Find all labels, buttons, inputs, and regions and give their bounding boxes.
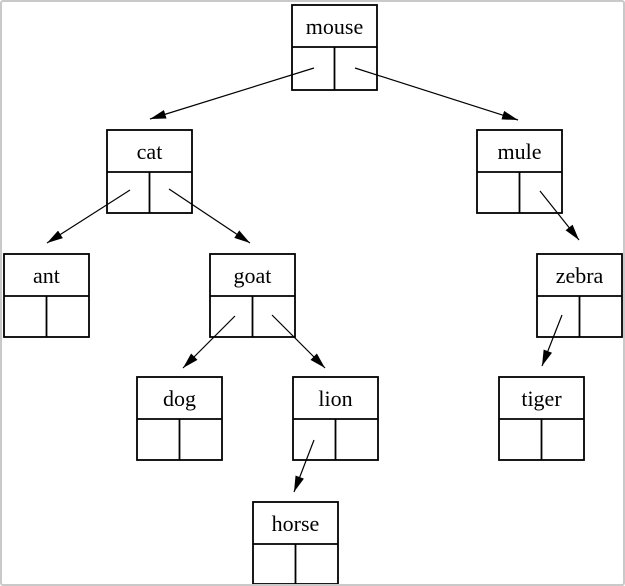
tree-node-lion: lion <box>292 376 379 461</box>
edge-cat-left-ant <box>46 189 131 244</box>
tree-node-horse: horse <box>252 501 339 584</box>
left-pointer-cell <box>210 296 253 337</box>
left-pointer-cell <box>477 172 520 213</box>
node-label-tiger: tiger <box>521 386 562 411</box>
right-pointer-cell <box>47 296 90 337</box>
node-label-zebra: zebra <box>556 263 604 288</box>
edge-mouse-left-cat <box>149 67 315 120</box>
edge-goat-left-dog <box>182 315 236 369</box>
tree-node-mule: mule <box>476 129 563 214</box>
node-label-cat: cat <box>137 139 163 164</box>
node-label-dog: dog <box>163 386 196 411</box>
left-pointer-cell <box>107 172 150 213</box>
tree-node-zebra: zebra <box>536 253 623 338</box>
node-label-mouse: mouse <box>306 14 363 39</box>
tree-node-ant: ant <box>3 253 90 338</box>
edge-mule-right-zebra <box>539 190 580 241</box>
left-pointer-cell <box>4 296 47 337</box>
edge-goat-right-lion <box>271 314 326 369</box>
right-pointer-cell <box>180 419 223 460</box>
node-label-ant: ant <box>33 263 60 288</box>
edge-lion-left-horse <box>293 439 315 493</box>
right-pointer-cell <box>542 419 585 460</box>
node-label-horse: horse <box>272 511 320 536</box>
left-pointer-cell <box>137 419 180 460</box>
right-pointer-cell <box>336 419 379 460</box>
right-pointer-cell <box>296 544 339 584</box>
left-pointer-cell <box>537 296 580 337</box>
node-label-lion: lion <box>318 386 352 411</box>
tree-node-tiger: tiger <box>498 376 585 461</box>
node-label-mule: mule <box>498 139 542 164</box>
edge-zebra-left-tiger <box>541 314 563 367</box>
left-pointer-cell <box>253 544 296 584</box>
nodes-layer: mouse cat mule ant goat zebra dog lion tiger hors… <box>3 4 623 584</box>
edge-cat-right-goat <box>168 188 251 244</box>
right-pointer-cell <box>580 296 623 337</box>
edges-layer <box>46 67 580 493</box>
node-label-goat: goat <box>234 263 272 288</box>
tree-node-dog: dog <box>136 376 223 461</box>
tree-node-mouse: mouse <box>291 4 378 91</box>
left-pointer-cell <box>499 419 542 460</box>
left-pointer-cell <box>293 419 336 460</box>
edge-mouse-right-mule <box>354 67 519 121</box>
right-pointer-cell <box>150 172 193 213</box>
tree-node-cat: cat <box>106 129 193 214</box>
